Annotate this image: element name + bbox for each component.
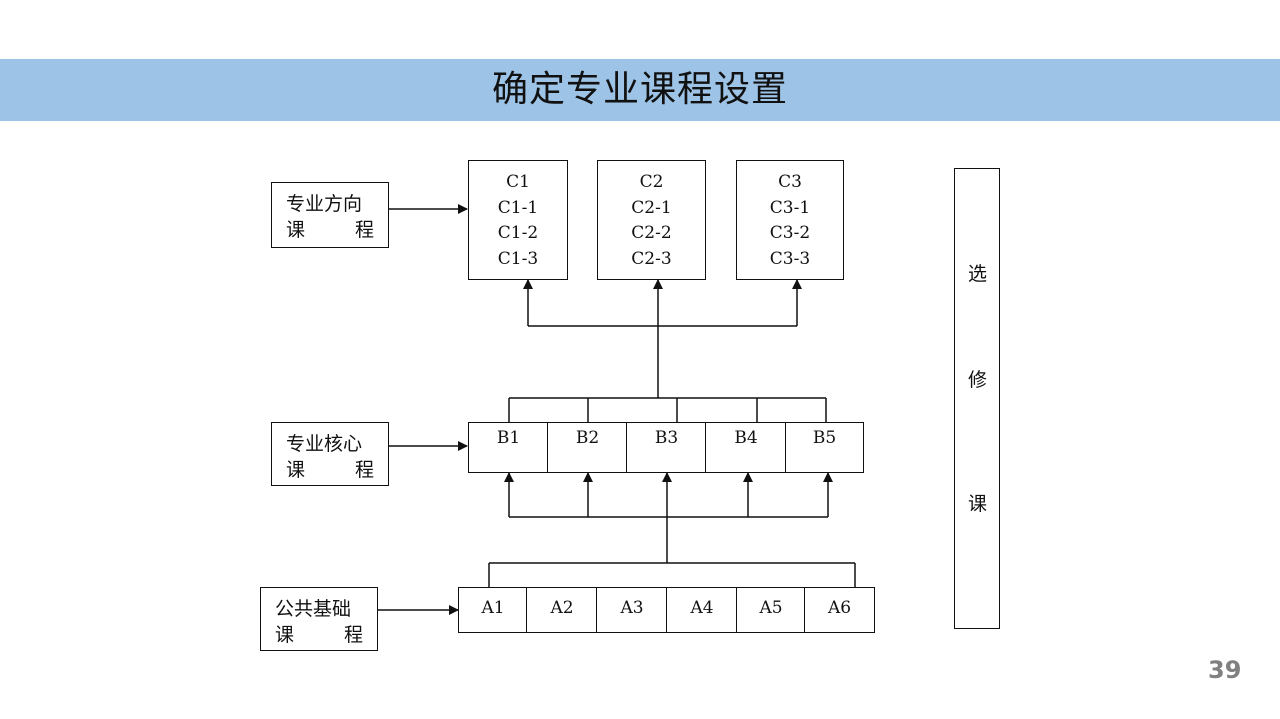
core-category-char-1: 课 [286,459,306,481]
foundation-category-char-2: 程 [343,624,363,646]
course-c2-1: C2-1 [631,197,672,218]
direction-category-label: 专业方向 [286,193,363,215]
course-c1-3: C1-3 [497,248,539,269]
course-c1-2: C1-2 [497,223,539,243]
core-category-box: 专业核心 课 程 [271,422,389,486]
core-category-label: 专业核心 [286,433,363,455]
elective-course-column: 选 修 课 [954,168,1000,629]
course-c3-2: C3-2 [769,223,811,243]
course-c2-3: C2-3 [631,248,672,269]
core-category-char-2: 程 [354,459,374,481]
foundation-category-label: 公共基础 [275,598,352,620]
core-course-b4: B4 [705,422,787,473]
elective-char-1: 选 [967,263,987,285]
foundation-course-a1: A1 [458,587,528,633]
core-course-b1: B1 [468,422,549,473]
course-c1-1: C1-1 [497,197,539,218]
foundation-course-a6: A6 [804,587,875,633]
core-course-b5: B5 [785,422,864,473]
direction-course-box-c2: C2 C2-1 C2-2 C2-3 [597,160,706,280]
title-bar: 确定专业课程设置 [0,59,1280,121]
course-c2: C2 [639,172,664,192]
foundation-course-a4: A4 [666,587,738,633]
slide-title: 确定专业课程设置 [491,69,788,110]
direction-course-box-c1: C1 C1-1 C1-2 C1-3 [468,160,568,280]
course-c3-3: C3-3 [769,248,811,269]
elective-char-3: 课 [967,493,987,515]
page-number: 39 [1208,656,1242,684]
direction-course-box-c3: C3 C3-1 C3-2 C3-3 [736,160,844,280]
core-course-b3: B3 [626,422,707,473]
direction-category-char-2: 程 [354,219,374,241]
foundation-course-a3: A3 [596,587,668,633]
foundation-category-box: 公共基础 课 程 [260,587,378,651]
foundation-course-a5: A5 [736,587,806,633]
direction-category-char-1: 课 [286,219,306,241]
core-course-b2: B2 [547,422,628,473]
course-c3-1: C3-1 [769,197,811,218]
direction-category-box: 专业方向 课 程 [271,182,389,248]
foundation-course-a2: A2 [526,587,598,633]
course-c3: C3 [778,172,802,192]
foundation-category-char-1: 课 [275,624,295,646]
elective-char-2: 修 [967,369,987,391]
course-c2-2: C2-2 [631,223,672,243]
course-c1: C1 [506,172,530,192]
